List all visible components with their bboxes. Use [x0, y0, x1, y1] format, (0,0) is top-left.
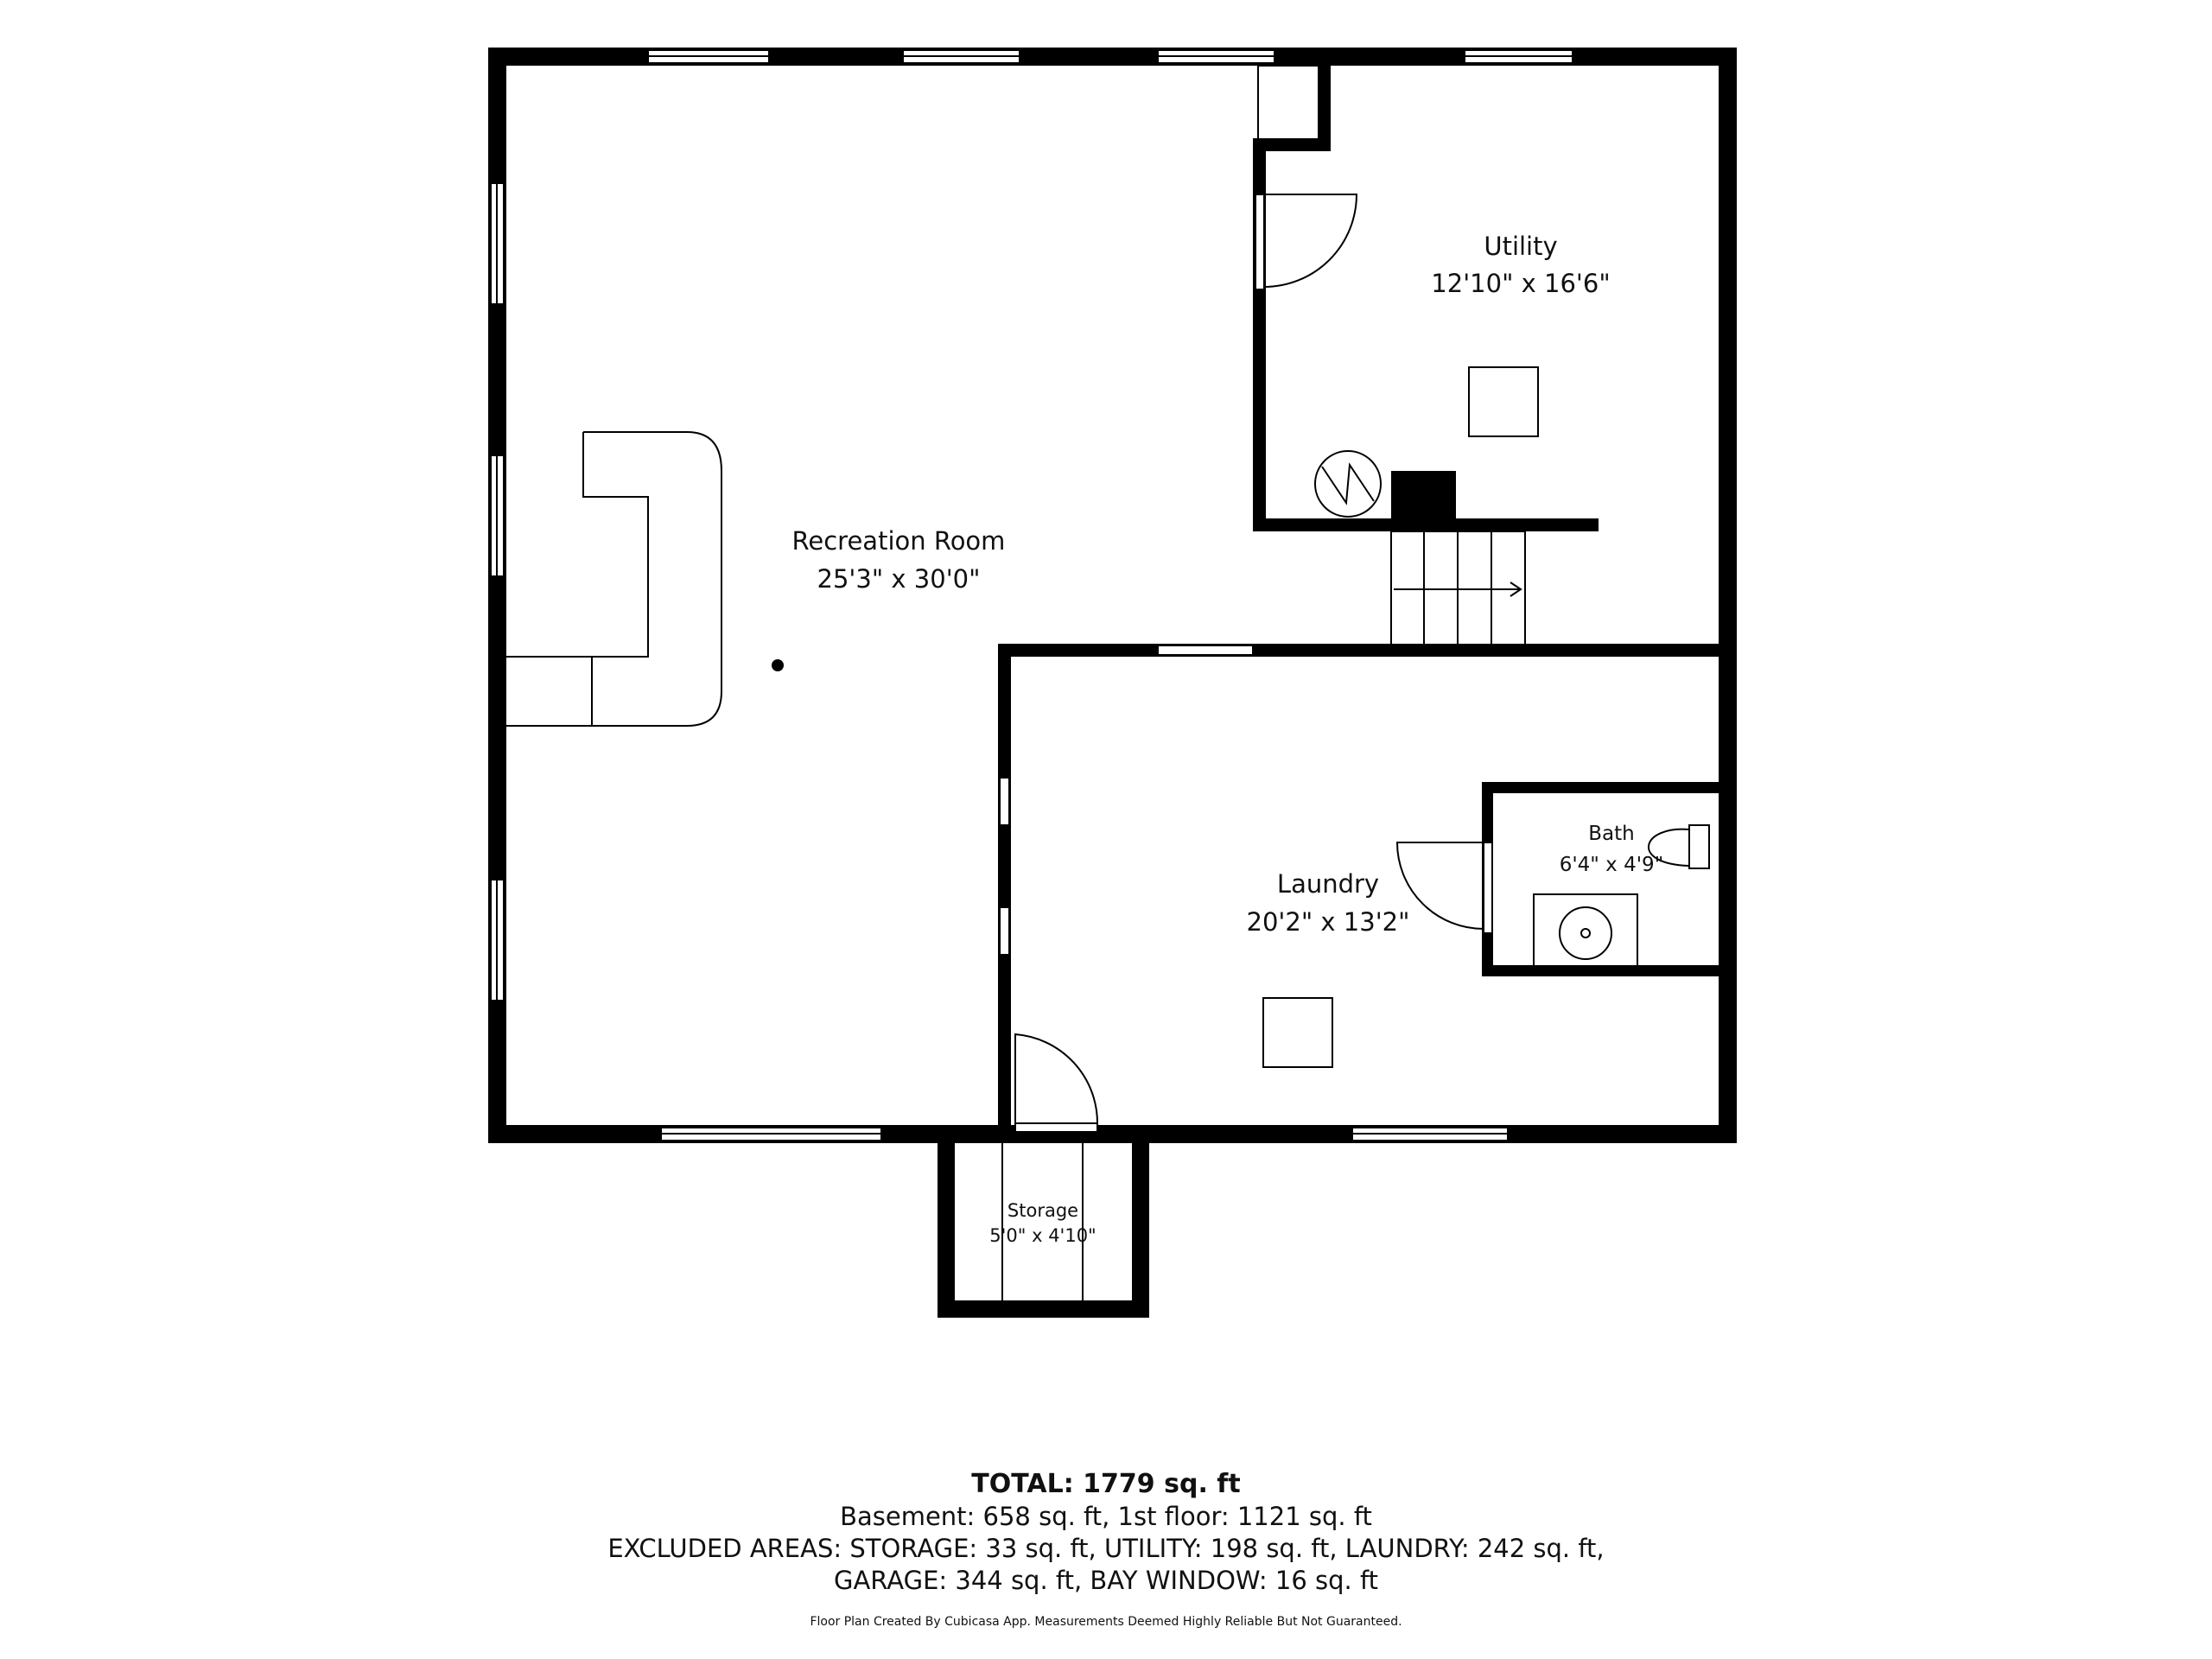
bath-door: [1395, 842, 1493, 934]
bath-name: Bath: [1588, 823, 1634, 845]
water-heater: [1468, 366, 1539, 437]
window: [660, 1127, 882, 1141]
wall-top: [488, 48, 1737, 66]
window: [490, 879, 505, 1001]
laundry-windows: [999, 777, 1010, 956]
recreation-room-name: Recreation Room: [792, 526, 1006, 556]
sectional-sofa: [506, 431, 722, 727]
laundry-dims: 20'2" x 13'2": [1247, 907, 1410, 937]
chimney: [1391, 471, 1456, 523]
window: [490, 182, 505, 305]
total-area: TOTAL: 1779 sq. ft: [971, 1469, 1241, 1499]
windows: [490, 49, 1573, 1141]
excluded-areas-line-1: EXCLUDED AREAS: STORAGE: 33 sq. ft, UTIL…: [607, 1534, 1605, 1563]
laundry-name: Laundry: [1277, 869, 1379, 899]
storage-shelves: [1001, 1143, 1084, 1300]
disclaimer-footer: Floor Plan Created By Cubicasa App. Meas…: [810, 1615, 1402, 1629]
bath-walls: [1482, 782, 1728, 976]
window: [490, 454, 505, 577]
toilet-icon: [1648, 824, 1710, 869]
window: [1464, 49, 1573, 64]
window: [1157, 49, 1275, 64]
recreation-room-dims: 25'3" x 30'0": [817, 564, 981, 594]
floor-breakdown: Basement: 658 sq. ft, 1st floor: 1121 sq…: [840, 1502, 1372, 1531]
storage-walls: [938, 1132, 1149, 1318]
furnace-icon: [1314, 450, 1382, 518]
storage-name: Storage: [1007, 1200, 1078, 1221]
doorway-top: [1157, 645, 1254, 656]
laundry-appliance: [1262, 997, 1333, 1068]
wall-left: [488, 48, 506, 1143]
stairs: [1390, 531, 1526, 652]
excluded-areas-line-2: GARAGE: 344 sq. ft, BAY WINDOW: 16 sq. f…: [833, 1566, 1379, 1595]
window: [902, 49, 1020, 64]
sink-icon: [1533, 893, 1638, 967]
window: [647, 49, 770, 64]
closet-box: [1257, 65, 1319, 140]
storage-dims: 5'0" x 4'10": [989, 1225, 1096, 1246]
storage-door: [1014, 1033, 1099, 1133]
utility-name: Utility: [1484, 232, 1557, 261]
utility-door: [1255, 194, 1358, 290]
wall-right: [1719, 48, 1737, 1143]
window: [1351, 1127, 1509, 1141]
utility-dims: 12'10" x 16'6": [1431, 269, 1610, 298]
exterior-walls: [488, 48, 1737, 1143]
bath-dims: 6'4" x 4'9": [1560, 854, 1664, 876]
support-post: [772, 659, 784, 671]
